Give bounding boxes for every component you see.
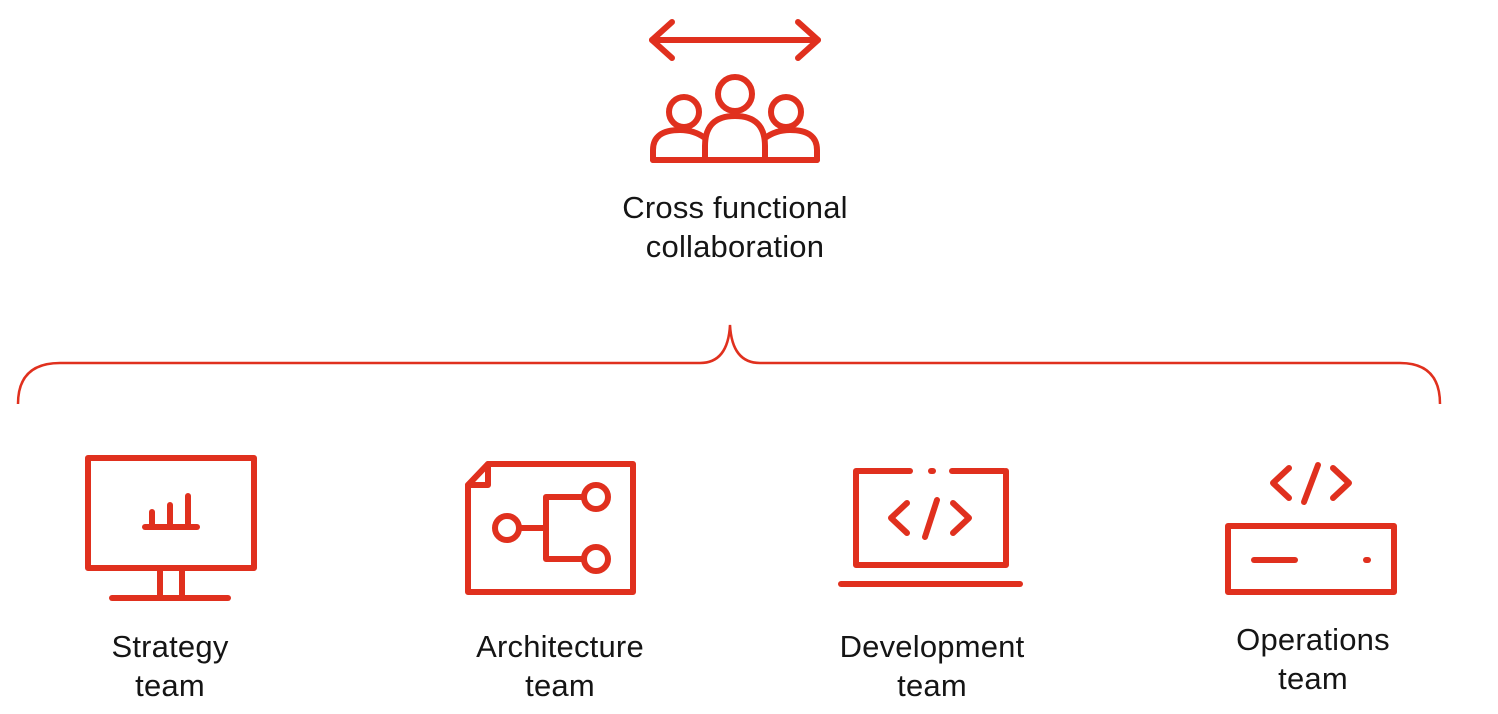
development-team-label-line2: team <box>897 668 967 703</box>
server-code-icon <box>1225 462 1397 595</box>
laptop-code-icon <box>838 468 1023 587</box>
double-arrow-icon <box>649 19 821 61</box>
strategy-team-label-line1: Strategy <box>111 629 229 664</box>
collaboration-label: Cross functional collaboration <box>535 188 935 266</box>
people-group-icon <box>650 74 820 163</box>
curly-brace <box>16 324 1442 405</box>
architecture-team-label-line1: Architecture <box>476 629 644 664</box>
collaboration-label-line2: collaboration <box>645 229 825 264</box>
operations-team-label-line2: team <box>1278 661 1348 696</box>
collaboration-label-line1: Cross functional <box>622 190 848 225</box>
strategy-team-label-line2: team <box>135 668 205 703</box>
architecture-team-label-line2: team <box>525 668 595 703</box>
operations-team-label-line1: Operations <box>1236 622 1390 657</box>
strategy-team-label: Strategy team <box>20 627 320 705</box>
architecture-team-label: Architecture team <box>410 627 710 705</box>
blueprint-diagram-icon <box>465 461 636 595</box>
monitor-chart-icon <box>85 455 257 601</box>
development-team-label: Development team <box>782 627 1082 705</box>
development-team-label-line1: Development <box>839 629 1025 664</box>
operations-team-label: Operations team <box>1163 620 1463 698</box>
